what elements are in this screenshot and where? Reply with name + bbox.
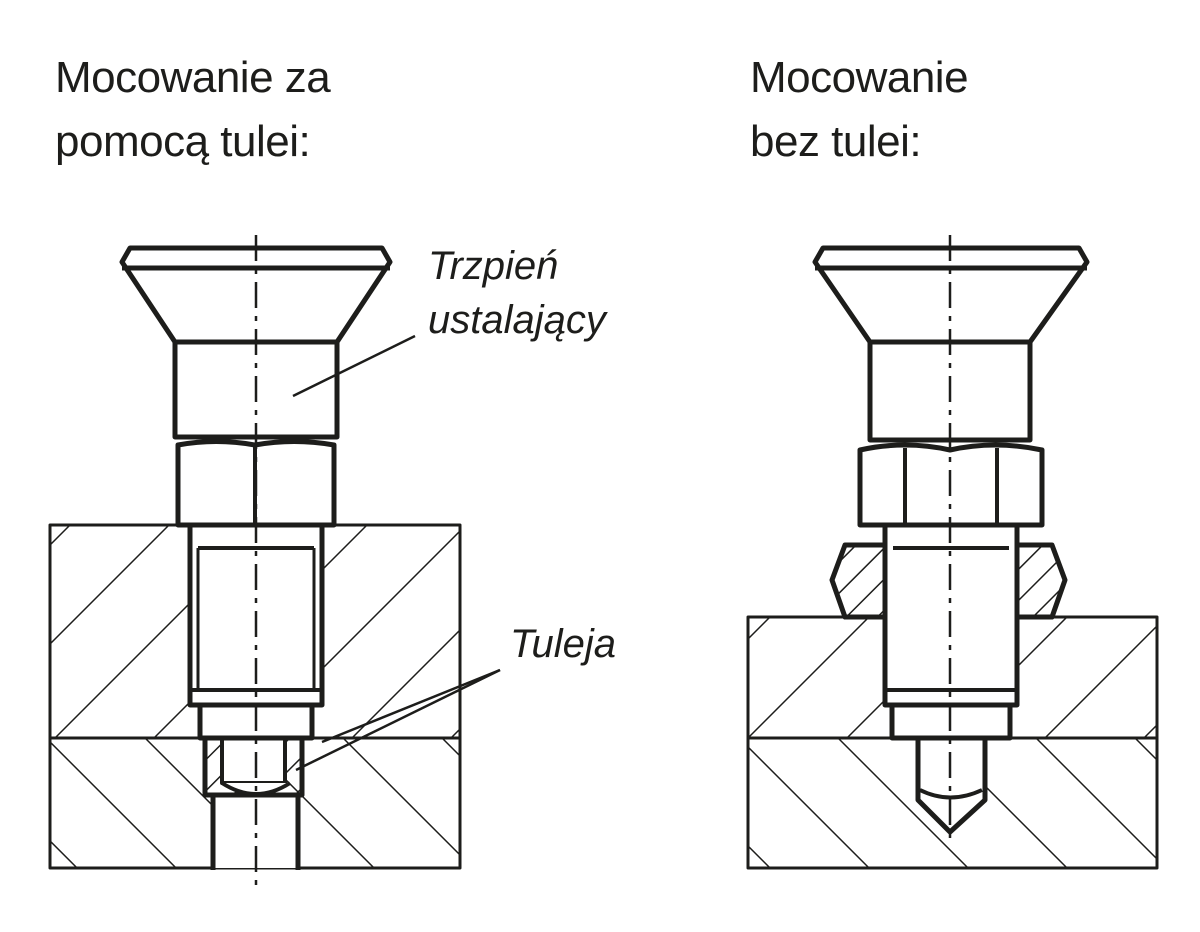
right-assembly: [746, 235, 1159, 870]
bushing-leader-2: [295, 668, 501, 772]
bushing-leader-1: [321, 668, 501, 744]
right-title-line1: Mocowanie: [750, 53, 969, 102]
right-title-line2: bez tulei:: [750, 117, 922, 166]
label-bushing: Tuleja: [510, 622, 616, 666]
label-pin-line1: Trzpień: [428, 244, 559, 288]
left-title-line1: Mocowanie za: [55, 53, 331, 102]
left-title-line2: pomocą tulei:: [55, 117, 311, 166]
left-assembly: [48, 235, 501, 892]
pin-leader: [292, 334, 416, 398]
label-pin-line2: ustalający: [428, 298, 606, 342]
